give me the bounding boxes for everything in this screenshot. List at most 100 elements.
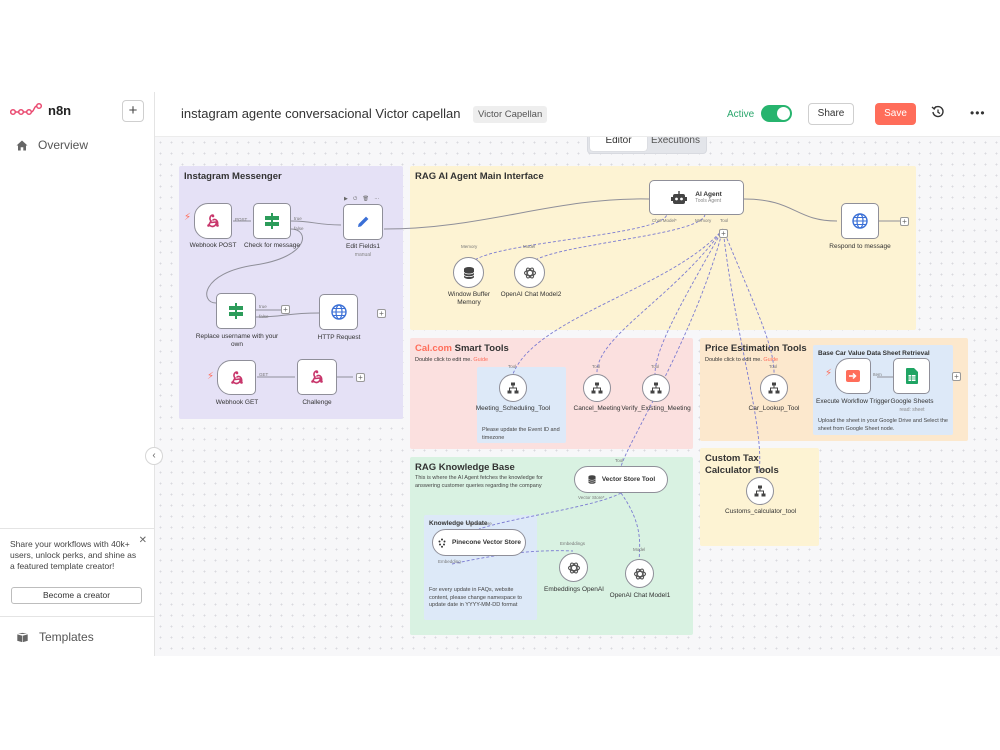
node-label: Respond to message (829, 243, 891, 250)
openai-icon (633, 568, 646, 579)
port-label: Vector Store (467, 521, 492, 526)
guide-link[interactable]: Guide (473, 357, 489, 363)
node-label: Webhook GET (215, 399, 259, 406)
add-node-plus-icon[interactable]: + (281, 305, 290, 314)
workflow-canvas[interactable]: Editor Executions Instagram Messenger RA… (155, 137, 1000, 656)
port-label: true (294, 216, 302, 221)
workflow-tool-icon (768, 382, 780, 394)
add-node-plus-icon[interactable]: + (377, 309, 386, 318)
sticky-title: Cal.com Smart Tools (415, 343, 509, 354)
port-label: GET (259, 372, 269, 377)
workflow-title[interactable]: instagram agente conversacional Victor c… (181, 106, 461, 121)
port-label: Tool (769, 364, 778, 369)
workflow-tool-icon (650, 382, 662, 394)
node-edit-fields1[interactable] (343, 204, 383, 240)
node-label: OpenAI Chat Model2 (500, 291, 562, 298)
port-label: Tool (508, 364, 517, 369)
node-meeting-scheduling-tool[interactable] (499, 374, 527, 402)
node-respond-to-message[interactable] (841, 203, 879, 239)
sticky-title: RAG Knowledge Base (415, 462, 515, 473)
sticky-title: Custom Tax Calculator Tools (705, 453, 779, 476)
node-label: Challenge (302, 399, 332, 406)
node-replace-username[interactable] (216, 293, 256, 329)
port-label: Tool (615, 458, 624, 463)
node-label: Check for message (244, 242, 300, 249)
workflow-tool-icon (591, 382, 603, 394)
trigger-bolt-icon: ⚡ (825, 368, 833, 379)
workflow-tag[interactable]: Victor Capellan (473, 106, 548, 123)
node-label: Car_Lookup_Tool (748, 405, 800, 412)
sidebar-item-templates[interactable]: Templates (16, 630, 94, 644)
node-webhook-get[interactable] (217, 360, 256, 395)
node-label: AI Agent (695, 191, 722, 198)
add-node-plus-icon[interactable]: + (356, 373, 365, 382)
sticky-description: Please update the Event ID and timezone (482, 427, 560, 441)
trigger-bolt-icon: ⚡ (184, 212, 192, 223)
node-check-for-message[interactable] (253, 203, 291, 239)
node-subtitle: read: sheet (899, 407, 925, 413)
node-openai-chat-model1[interactable] (625, 559, 654, 588)
active-toggle[interactable] (761, 105, 792, 122)
webhook-icon (311, 370, 323, 384)
node-label: Pinecone Vector Store (452, 538, 521, 546)
database-icon (588, 475, 596, 484)
node-label: Window Buffer Memory (447, 291, 491, 306)
sticky-hint: Double click to edit me. (415, 357, 472, 363)
port-label: Chat Model* (652, 218, 677, 223)
node-pinecone-vector-store[interactable]: Pinecone Vector Store (432, 529, 526, 556)
node-openai-chat-model2[interactable] (514, 257, 545, 288)
sticky-title: Base Car Value Data Sheet Retrieval (818, 350, 930, 357)
node-webhook-post[interactable] (194, 203, 232, 239)
node-verify-existing-meeting[interactable] (642, 374, 670, 402)
node-label: Replace username with your own (195, 333, 279, 348)
become-creator-button[interactable]: Become a creator (11, 587, 142, 604)
more-options-icon[interactable]: ••• (970, 106, 986, 120)
add-node-plus-icon[interactable]: + (952, 372, 961, 381)
google-sheets-icon (905, 368, 918, 384)
node-challenge[interactable] (297, 359, 337, 395)
node-customs-calculator-tool[interactable] (746, 477, 774, 505)
n8n-logo-icon (10, 102, 43, 116)
guide-link[interactable]: Guide (763, 357, 779, 363)
sticky-subtitle: Double click to edit me. Guide (705, 357, 778, 363)
node-label: HTTP Request (317, 334, 361, 341)
node-toolbar[interactable]: ▶ ⏻ 🗑 ⋯ (344, 196, 382, 202)
node-car-lookup-tool[interactable] (760, 374, 788, 402)
share-button[interactable]: Share (808, 103, 854, 125)
port-label: Tool (720, 218, 729, 223)
node-google-sheets[interactable] (893, 358, 930, 394)
node-vector-store-tool[interactable]: Vector Store Tool (574, 466, 668, 493)
sidebar: n8n + Overview Share your workflows with… (0, 92, 155, 656)
port-label: false (259, 314, 269, 319)
add-tool-plus-icon[interactable]: + (719, 229, 728, 238)
sidebar-item-overview[interactable]: Overview (16, 138, 88, 152)
node-subtitle: manual (354, 252, 372, 258)
robot-icon (671, 190, 688, 204)
node-embeddings-openai[interactable] (559, 553, 588, 582)
divider (0, 616, 155, 617)
tab-editor[interactable]: Editor (590, 137, 647, 151)
close-icon[interactable]: ✕ (138, 535, 147, 546)
database-icon (463, 266, 474, 279)
sign-in-icon (846, 370, 860, 382)
history-icon[interactable] (931, 105, 945, 119)
sticky-hint: Double click to edit me. (705, 357, 762, 363)
save-button[interactable]: Save (875, 103, 916, 125)
collapse-sidebar-button[interactable]: ‹ (145, 447, 163, 465)
webhook-icon (230, 370, 243, 384)
port-label: Tool (651, 364, 660, 369)
node-window-buffer-memory[interactable] (453, 257, 484, 288)
brand-name: n8n (48, 102, 72, 118)
node-http-request[interactable] (319, 294, 358, 330)
logo[interactable]: n8n (10, 102, 71, 118)
node-ai-agent[interactable]: AI Agent Tools Agent (649, 180, 744, 215)
port-label: Memory (461, 244, 478, 249)
trigger-bolt-icon: ⚡ (207, 371, 215, 382)
port-label: Model (523, 244, 536, 249)
promo-text: Share your workflows with 40k+ users, un… (10, 539, 137, 571)
node-execute-workflow-trigger[interactable] (835, 358, 871, 394)
add-node-plus-icon[interactable]: + (900, 217, 909, 226)
tab-executions[interactable]: Executions (651, 137, 700, 146)
add-button[interactable]: + (122, 100, 144, 122)
node-cancel-meeting[interactable] (583, 374, 611, 402)
